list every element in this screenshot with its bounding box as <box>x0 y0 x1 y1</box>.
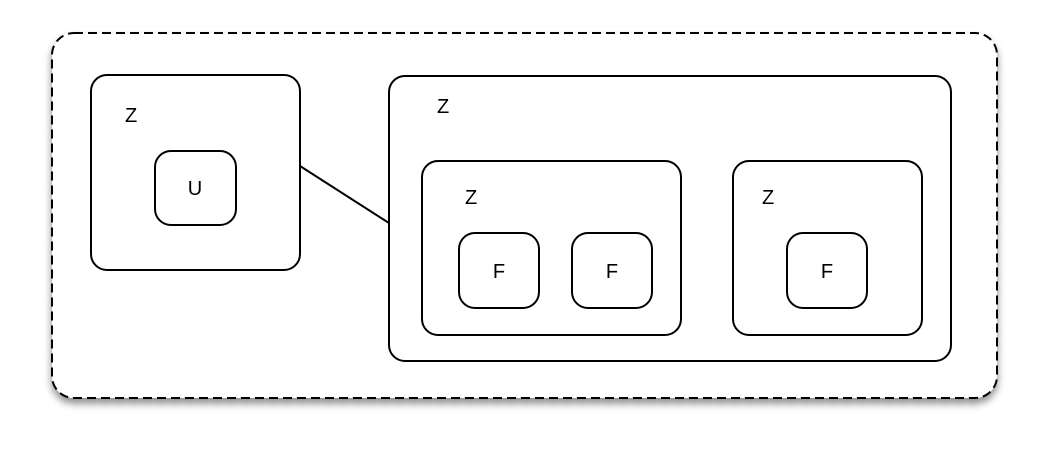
zone-inner-right-label: Z <box>762 187 774 209</box>
zone-left-label: Z <box>125 105 137 127</box>
zone-inner-left-label: Z <box>465 187 477 209</box>
zone-right[interactable]: Z Z F F Z F <box>388 75 952 362</box>
zone-inner-left[interactable]: Z F F <box>421 160 682 336</box>
node-f2-label: F <box>606 261 618 283</box>
node-f1-label: F <box>493 261 505 283</box>
node-f3-label: F <box>821 261 833 283</box>
node-u-label: U <box>188 178 202 200</box>
zone-left[interactable]: Z U <box>90 74 301 271</box>
zone-inner-right[interactable]: Z F <box>732 160 923 336</box>
node-f3[interactable]: F <box>786 232 868 309</box>
node-u[interactable]: U <box>154 150 237 226</box>
node-f2[interactable]: F <box>571 232 653 309</box>
node-f1[interactable]: F <box>458 232 540 309</box>
edge-zone-left-to-zone-right <box>299 165 390 224</box>
zone-right-label: Z <box>437 96 449 118</box>
